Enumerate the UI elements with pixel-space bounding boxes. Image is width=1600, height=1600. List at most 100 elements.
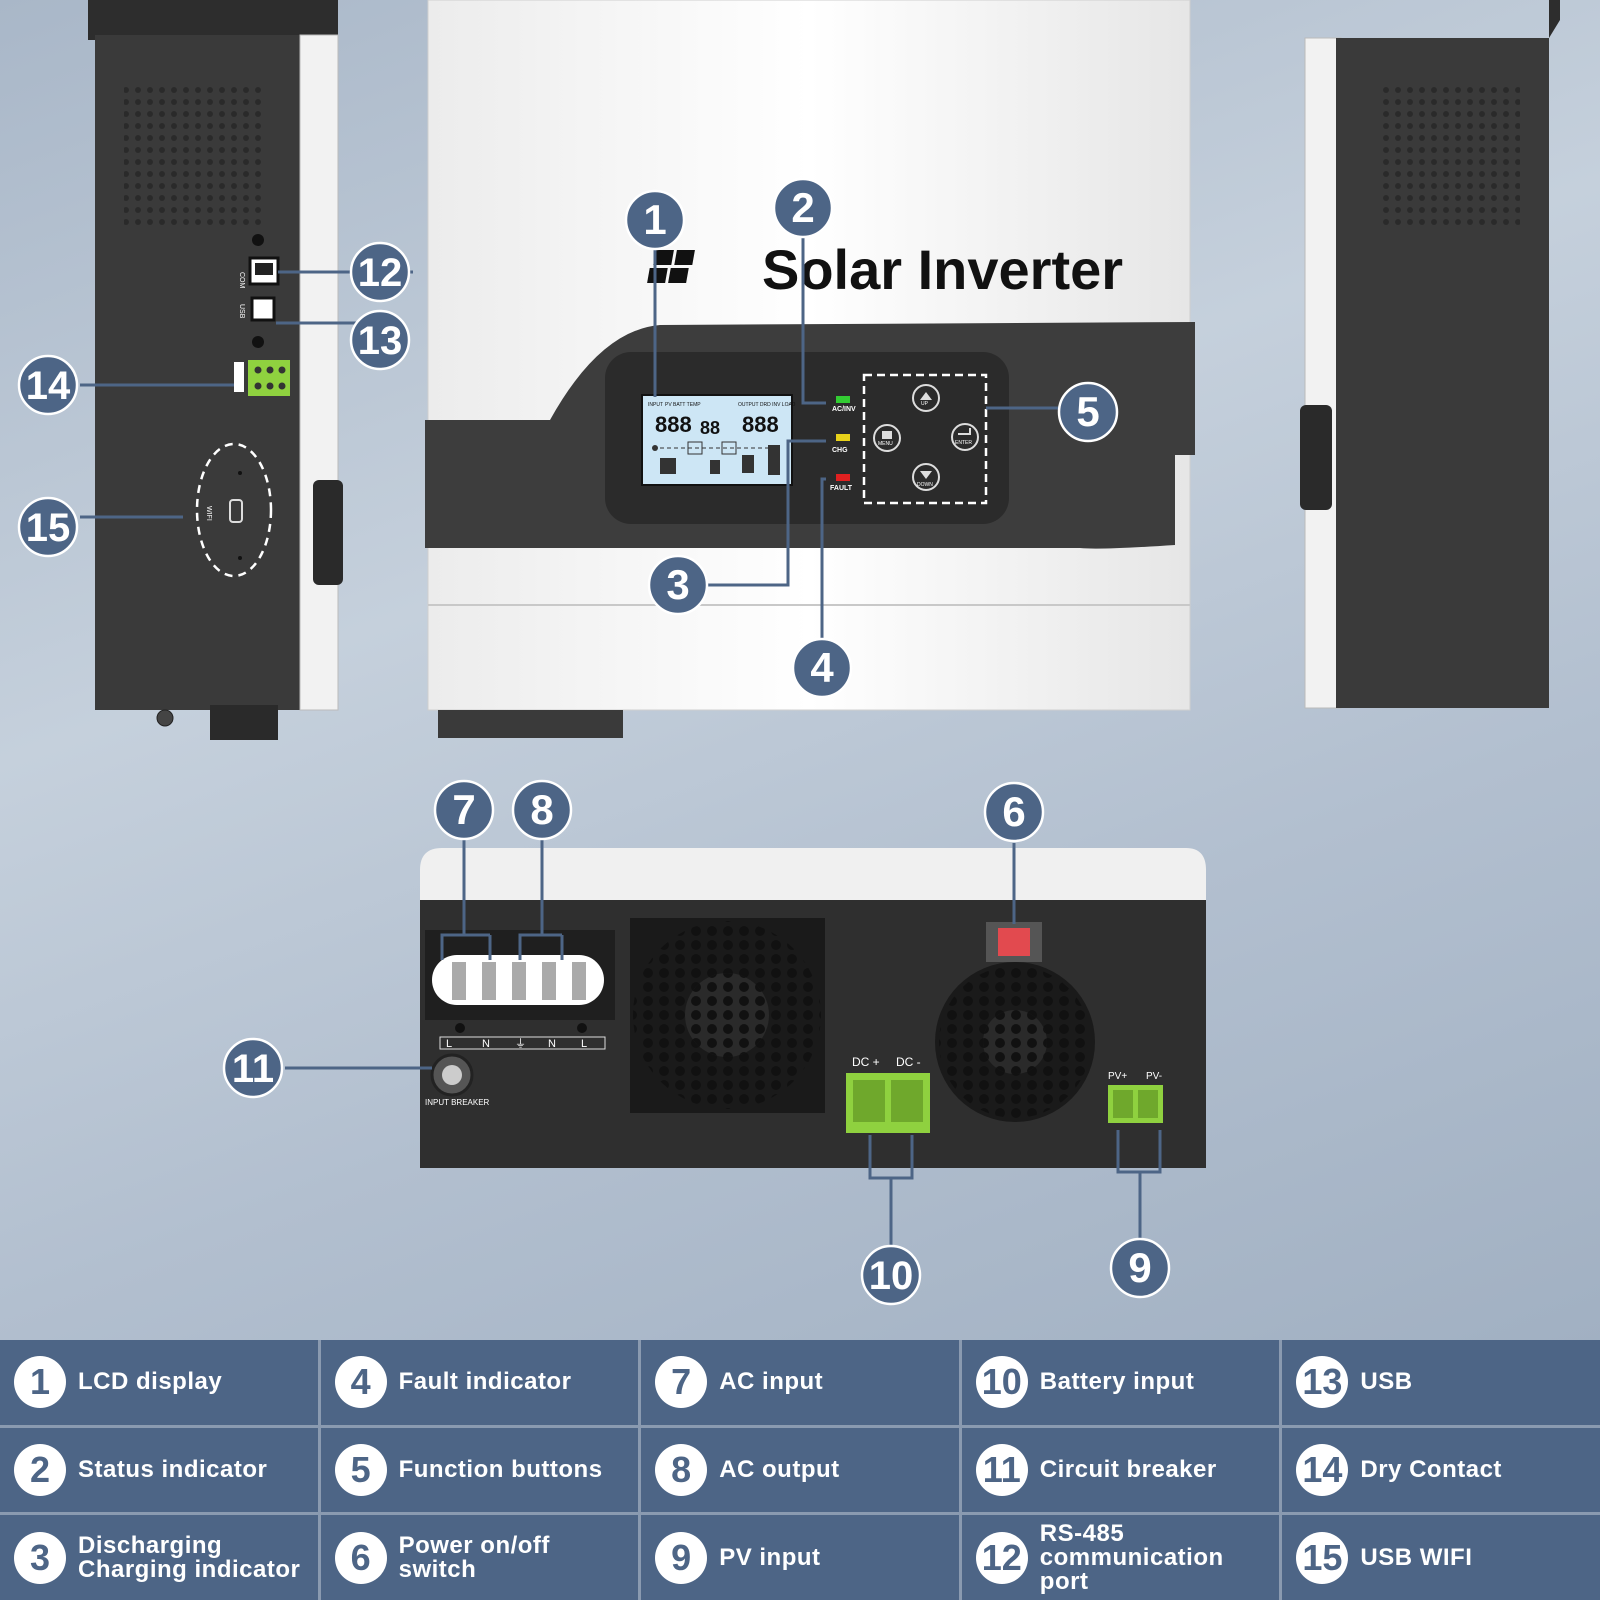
callout-15: 15 bbox=[17, 496, 79, 558]
lcd-output-label: OUTPUT DRD INV LOAD bbox=[738, 402, 796, 408]
legend-item: 1 LCD display bbox=[0, 1340, 318, 1425]
legend-label: Circuit breaker bbox=[1039, 1455, 1217, 1483]
terminal-label-2: ⏚ bbox=[515, 1037, 526, 1050]
legend-label: Battery input bbox=[1039, 1368, 1195, 1396]
led-chg-label: CHG bbox=[832, 447, 848, 454]
legend-number: 12 bbox=[975, 1531, 1028, 1584]
legend-label: Discharging Charging indicator bbox=[78, 1531, 301, 1583]
legend-number: 14 bbox=[1296, 1443, 1349, 1496]
lcd-digits-right: 888 bbox=[742, 412, 779, 437]
com-port-label: COM bbox=[238, 272, 245, 289]
legend-number: 10 bbox=[975, 1356, 1028, 1409]
terminal-label-1: N bbox=[482, 1038, 490, 1050]
callout-number: 7 bbox=[452, 786, 475, 833]
function-buttons-outline bbox=[862, 373, 988, 505]
legend-number: 6 bbox=[334, 1531, 387, 1584]
callout-4: 4 bbox=[791, 637, 853, 699]
up-button[interactable]: UP bbox=[912, 384, 940, 412]
wifi-port-outline bbox=[195, 442, 273, 578]
callout-14: 14 bbox=[17, 354, 79, 416]
up-button-label: UP bbox=[921, 401, 929, 407]
legend-label: Dry Contact bbox=[1360, 1455, 1502, 1483]
lcd-input-label: INPUT bbox=[648, 402, 663, 408]
callout-6: 6 bbox=[983, 781, 1045, 843]
callout-11: 11 bbox=[222, 1037, 284, 1099]
down-button[interactable]: DOWN bbox=[912, 463, 940, 491]
callout-8: 8 bbox=[511, 779, 573, 841]
legend-item: 10 Battery input bbox=[961, 1340, 1280, 1425]
input-breaker[interactable] bbox=[430, 1053, 474, 1097]
menu-button-label: MENU bbox=[878, 441, 893, 447]
legend-number: 13 bbox=[1296, 1356, 1349, 1409]
menu-button[interactable]: MENU bbox=[873, 424, 901, 452]
legend-label: Status indicator bbox=[78, 1455, 268, 1483]
legend-number: 11 bbox=[975, 1443, 1028, 1496]
lcd-digits-mid: 88 bbox=[700, 418, 720, 438]
legend-number: 2 bbox=[14, 1443, 66, 1496]
terminal-label-4: L bbox=[581, 1038, 587, 1050]
terminal-label-0: L bbox=[446, 1038, 452, 1050]
inverter-diagram: COM USB WIFI Solar Inverter bbox=[17, 0, 1560, 1306]
right-vent-grille bbox=[1380, 86, 1520, 228]
callout-number: 4 bbox=[810, 644, 834, 691]
legend-number: 3 bbox=[14, 1531, 66, 1584]
callout-number: 8 bbox=[530, 786, 553, 833]
callout-number: 1 bbox=[643, 196, 666, 243]
legend-item: 14 Dry Contact bbox=[1282, 1427, 1600, 1513]
legend-number: 8 bbox=[655, 1443, 708, 1496]
callout-2: 2 bbox=[772, 177, 834, 239]
callout-number: 15 bbox=[26, 506, 71, 550]
left-side-view: COM USB WIFI bbox=[88, 0, 343, 740]
brand-title: Solar Inverter bbox=[762, 238, 1123, 301]
callout-5: 5 bbox=[1057, 381, 1119, 443]
left-fan bbox=[630, 918, 825, 1113]
legend-label: Function buttons bbox=[398, 1455, 603, 1483]
callout-9: 9 bbox=[1109, 1237, 1171, 1299]
legend-item: 2 Status indicator bbox=[0, 1427, 318, 1513]
legend-label: Fault indicator bbox=[398, 1368, 572, 1396]
callout-13: 13 bbox=[349, 309, 411, 371]
legend-item: 4 Fault indicator bbox=[320, 1340, 639, 1425]
enter-button[interactable]: ENTER bbox=[951, 423, 979, 451]
legend-number: 9 bbox=[655, 1531, 708, 1584]
callout-3: 3 bbox=[647, 554, 709, 616]
legend-label: AC output bbox=[719, 1455, 840, 1483]
callout-number: 3 bbox=[666, 561, 689, 608]
legend-label: USB WIFI bbox=[1360, 1543, 1473, 1571]
terminal-label-3: N bbox=[548, 1038, 556, 1050]
legend-number: 4 bbox=[334, 1356, 387, 1409]
led-ac-inv-label: AC/INV bbox=[832, 406, 856, 413]
callout-number: 12 bbox=[358, 251, 403, 295]
legend-item: 11 Circuit breaker bbox=[961, 1427, 1280, 1513]
up-arrow-icon bbox=[920, 392, 932, 400]
left-vent-grille bbox=[124, 85, 264, 227]
power-switch[interactable] bbox=[998, 928, 1030, 956]
menu-grid-icon bbox=[882, 431, 892, 439]
down-arrow-icon bbox=[920, 471, 932, 479]
usb-port-label: USB bbox=[238, 304, 245, 319]
callout-7: 7 bbox=[433, 779, 495, 841]
legend-label: LCD display bbox=[78, 1368, 223, 1396]
enter-arrow-icon bbox=[958, 428, 971, 435]
lcd-digits-left: 888 bbox=[655, 412, 692, 437]
led-fault-label: FAULT bbox=[830, 485, 853, 492]
legend-number: 1 bbox=[14, 1356, 66, 1409]
callout-number: 9 bbox=[1128, 1244, 1151, 1291]
legend-label: Power on/off switch bbox=[398, 1531, 550, 1583]
callout-number: 13 bbox=[358, 319, 403, 363]
callout-number: 2 bbox=[791, 184, 814, 231]
dc-minus-label: DC - bbox=[896, 1055, 921, 1069]
callout-number: 5 bbox=[1076, 388, 1099, 435]
wifi-usb-port bbox=[229, 499, 243, 523]
pv-plus-label: PV+ bbox=[1108, 1071, 1127, 1082]
right-fan bbox=[935, 962, 1095, 1122]
